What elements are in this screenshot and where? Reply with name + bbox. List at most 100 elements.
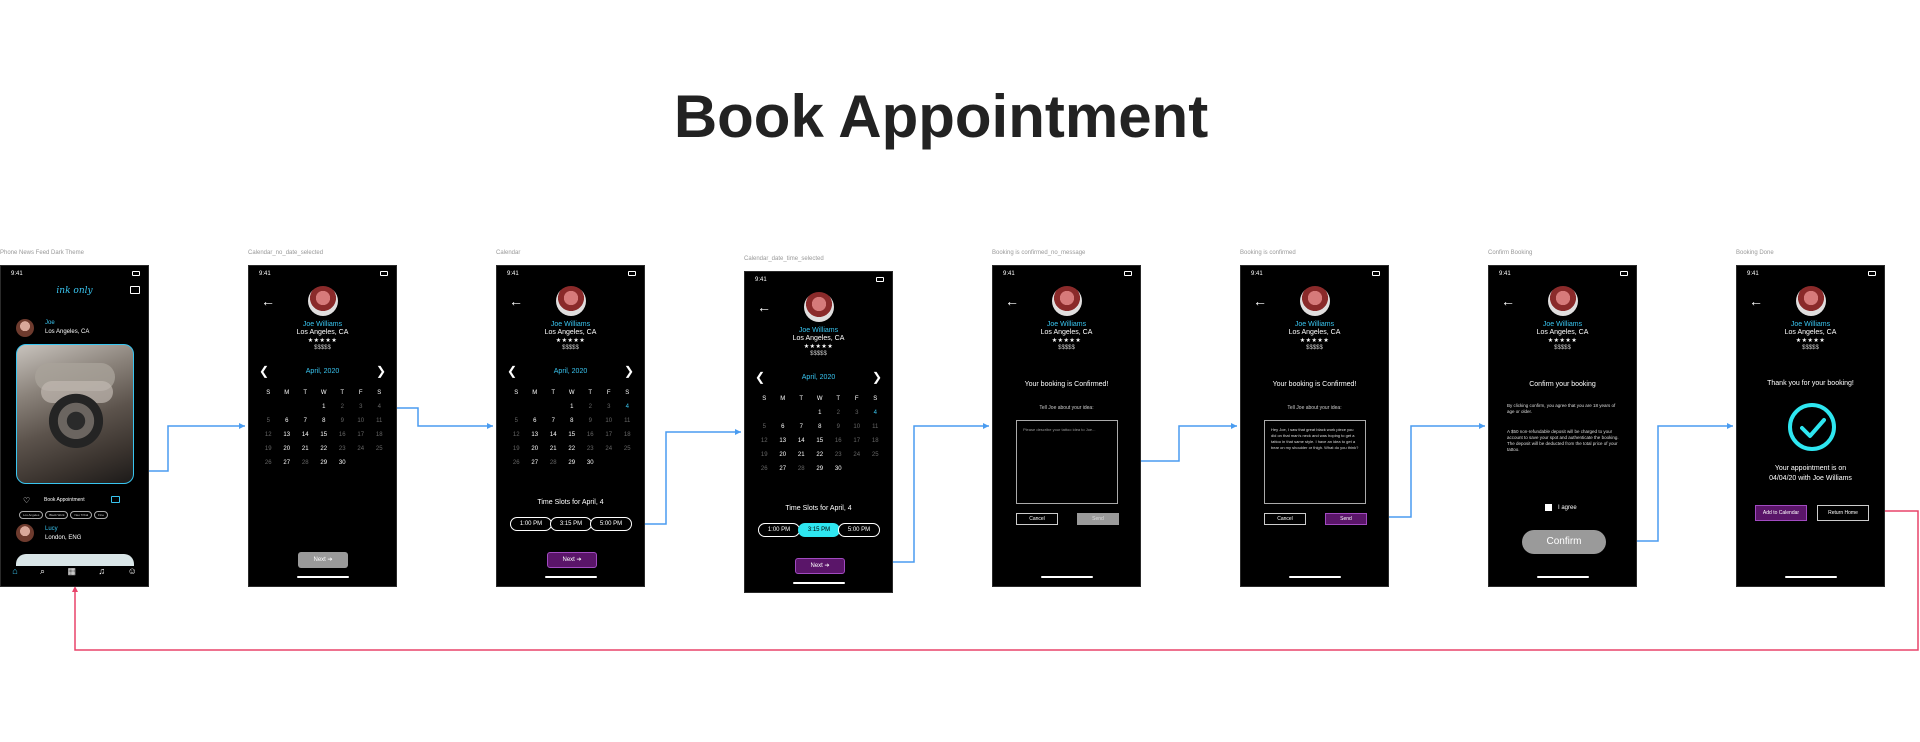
calendar-day[interactable]: 27 bbox=[779, 466, 787, 472]
calendar-day[interactable]: 25 bbox=[871, 452, 879, 458]
calendar-day[interactable]: 27 bbox=[283, 460, 291, 466]
calendar-day[interactable]: 18 bbox=[375, 432, 383, 438]
time-slot-button[interactable]: 1:00 PM bbox=[510, 517, 552, 531]
calendar-day[interactable]: 2 bbox=[588, 404, 592, 410]
chevron-left-icon[interactable]: ❮ bbox=[259, 364, 270, 378]
calendar-day[interactable]: 20 bbox=[283, 446, 291, 452]
calendar-day[interactable]: 3 bbox=[855, 410, 859, 416]
calendar-day[interactable]: 1 bbox=[818, 410, 822, 416]
left-arrow-icon[interactable]: ← bbox=[1501, 293, 1515, 309]
calendar-day[interactable]: 15 bbox=[568, 432, 576, 438]
next-button[interactable]: Next ➔ bbox=[795, 558, 845, 574]
calendar-day[interactable]: 14 bbox=[797, 438, 805, 444]
calendar-day[interactable]: 21 bbox=[797, 452, 805, 458]
chevron-right-icon[interactable]: ❯ bbox=[871, 370, 882, 384]
calendar-icon[interactable]: ▦ bbox=[67, 566, 77, 576]
calendar-day[interactable]: 12 bbox=[512, 432, 520, 438]
calendar-day[interactable]: 24 bbox=[605, 446, 613, 452]
chevron-right-icon[interactable]: ❯ bbox=[375, 364, 386, 378]
cancel-button[interactable]: Cancel bbox=[1016, 513, 1058, 525]
next-button[interactable]: Next ➔ bbox=[298, 552, 348, 568]
calendar-day[interactable]: 4 bbox=[377, 404, 381, 410]
calendar-day[interactable]: 5 bbox=[762, 424, 766, 430]
calendar-day[interactable]: 30 bbox=[586, 460, 594, 466]
calendar-day[interactable]: 14 bbox=[549, 432, 557, 438]
calendar-day[interactable]: 21 bbox=[549, 446, 557, 452]
calendar-day[interactable]: 5 bbox=[266, 418, 270, 424]
calendar-day[interactable]: 3 bbox=[359, 404, 363, 410]
calendar-day[interactable]: 23 bbox=[834, 452, 842, 458]
chat-bubble-icon[interactable] bbox=[111, 496, 120, 503]
calendar-day[interactable]: 30 bbox=[338, 460, 346, 466]
calendar-day[interactable]: 17 bbox=[853, 438, 861, 444]
avatar[interactable] bbox=[16, 319, 34, 337]
calendar-day[interactable]: 10 bbox=[605, 418, 613, 424]
user-icon[interactable]: ☺ bbox=[127, 566, 137, 576]
artist-name[interactable]: Joe Williams bbox=[798, 327, 839, 334]
calendar-day[interactable]: 14 bbox=[301, 432, 309, 438]
calendar-day[interactable]: 30 bbox=[834, 466, 842, 472]
calendar-day[interactable]: 28 bbox=[549, 460, 557, 466]
calendar-day[interactable]: 11 bbox=[872, 424, 879, 430]
calendar-day[interactable]: 19 bbox=[264, 446, 272, 452]
calendar-day[interactable]: 7 bbox=[303, 418, 307, 424]
return-home-button[interactable]: Return Home bbox=[1817, 505, 1869, 521]
bell-icon[interactable]: ♫ bbox=[98, 566, 106, 576]
post-image[interactable] bbox=[16, 344, 134, 484]
calendar-day[interactable]: 16 bbox=[338, 432, 346, 438]
calendar-day[interactable]: 12 bbox=[760, 438, 768, 444]
send-button[interactable]: Send bbox=[1325, 513, 1367, 525]
calendar-day[interactable]: 13 bbox=[531, 432, 539, 438]
time-slot-button[interactable]: 5:00 PM bbox=[590, 517, 632, 531]
left-arrow-icon[interactable]: ← bbox=[757, 299, 771, 315]
calendar-day[interactable]: 25 bbox=[623, 446, 631, 452]
calendar-day[interactable]: 26 bbox=[264, 460, 272, 466]
calendar-day[interactable]: 16 bbox=[834, 438, 842, 444]
calendar-day[interactable]: 13 bbox=[283, 432, 291, 438]
send-button[interactable]: Send bbox=[1077, 513, 1119, 525]
calendar-day[interactable]: 11 bbox=[376, 418, 383, 424]
avatar[interactable] bbox=[16, 524, 34, 542]
calendar-day[interactable]: 1 bbox=[570, 404, 574, 410]
calendar-day[interactable]: 22 bbox=[320, 446, 328, 452]
calendar-day[interactable]: 11 bbox=[624, 418, 631, 424]
calendar-day[interactable]: 1 bbox=[322, 404, 326, 410]
calendar-day[interactable]: 24 bbox=[357, 446, 365, 452]
calendar-day[interactable]: 28 bbox=[301, 460, 309, 466]
artist-name[interactable]: Joe Williams bbox=[302, 321, 343, 328]
calendar-day[interactable]: 5 bbox=[514, 418, 518, 424]
confirm-button[interactable]: Confirm bbox=[1522, 530, 1606, 554]
artist-name[interactable]: Joe Williams bbox=[1542, 321, 1583, 328]
calendar-day[interactable]: 19 bbox=[760, 452, 768, 458]
calendar-day[interactable]: 22 bbox=[568, 446, 576, 452]
time-slot-button[interactable]: 3:15 PM bbox=[798, 523, 840, 537]
left-arrow-icon[interactable]: ← bbox=[1253, 293, 1267, 309]
chevron-right-icon[interactable]: ❯ bbox=[623, 364, 634, 378]
calendar-day[interactable]: 15 bbox=[816, 438, 824, 444]
calendar-day[interactable]: 2 bbox=[836, 410, 840, 416]
calendar-day[interactable]: 4 bbox=[873, 410, 877, 416]
calendar-day[interactable]: 19 bbox=[512, 446, 520, 452]
calendar-day[interactable]: 18 bbox=[623, 432, 631, 438]
calendar-day[interactable]: 8 bbox=[322, 418, 326, 424]
artist-name[interactable]: Joe Williams bbox=[1046, 321, 1087, 328]
artist-name[interactable]: Joe Williams bbox=[1790, 321, 1831, 328]
search-icon[interactable]: ⌕ bbox=[40, 566, 46, 576]
calendar-day[interactable]: 6 bbox=[533, 418, 537, 424]
calendar-day[interactable]: 29 bbox=[568, 460, 576, 466]
cancel-button[interactable]: Cancel bbox=[1264, 513, 1306, 525]
message-textarea[interactable]: Please describe your tattoo idea to Joe.… bbox=[1016, 420, 1118, 504]
calendar-day[interactable]: 12 bbox=[264, 432, 272, 438]
chevron-left-icon[interactable]: ❮ bbox=[507, 364, 518, 378]
calendar-day[interactable]: 8 bbox=[818, 424, 822, 430]
calendar-day[interactable]: 17 bbox=[605, 432, 613, 438]
calendar-day[interactable]: 23 bbox=[338, 446, 346, 452]
calendar-day[interactable]: 26 bbox=[760, 466, 768, 472]
left-arrow-icon[interactable]: ← bbox=[509, 293, 523, 309]
calendar-day[interactable]: 26 bbox=[512, 460, 520, 466]
calendar-day[interactable]: 15 bbox=[320, 432, 328, 438]
calendar-day[interactable]: 7 bbox=[799, 424, 803, 430]
calendar-day[interactable]: 3 bbox=[607, 404, 611, 410]
calendar-day[interactable]: 17 bbox=[357, 432, 365, 438]
add-to-calendar-button[interactable]: Add to Calendar bbox=[1755, 505, 1807, 521]
